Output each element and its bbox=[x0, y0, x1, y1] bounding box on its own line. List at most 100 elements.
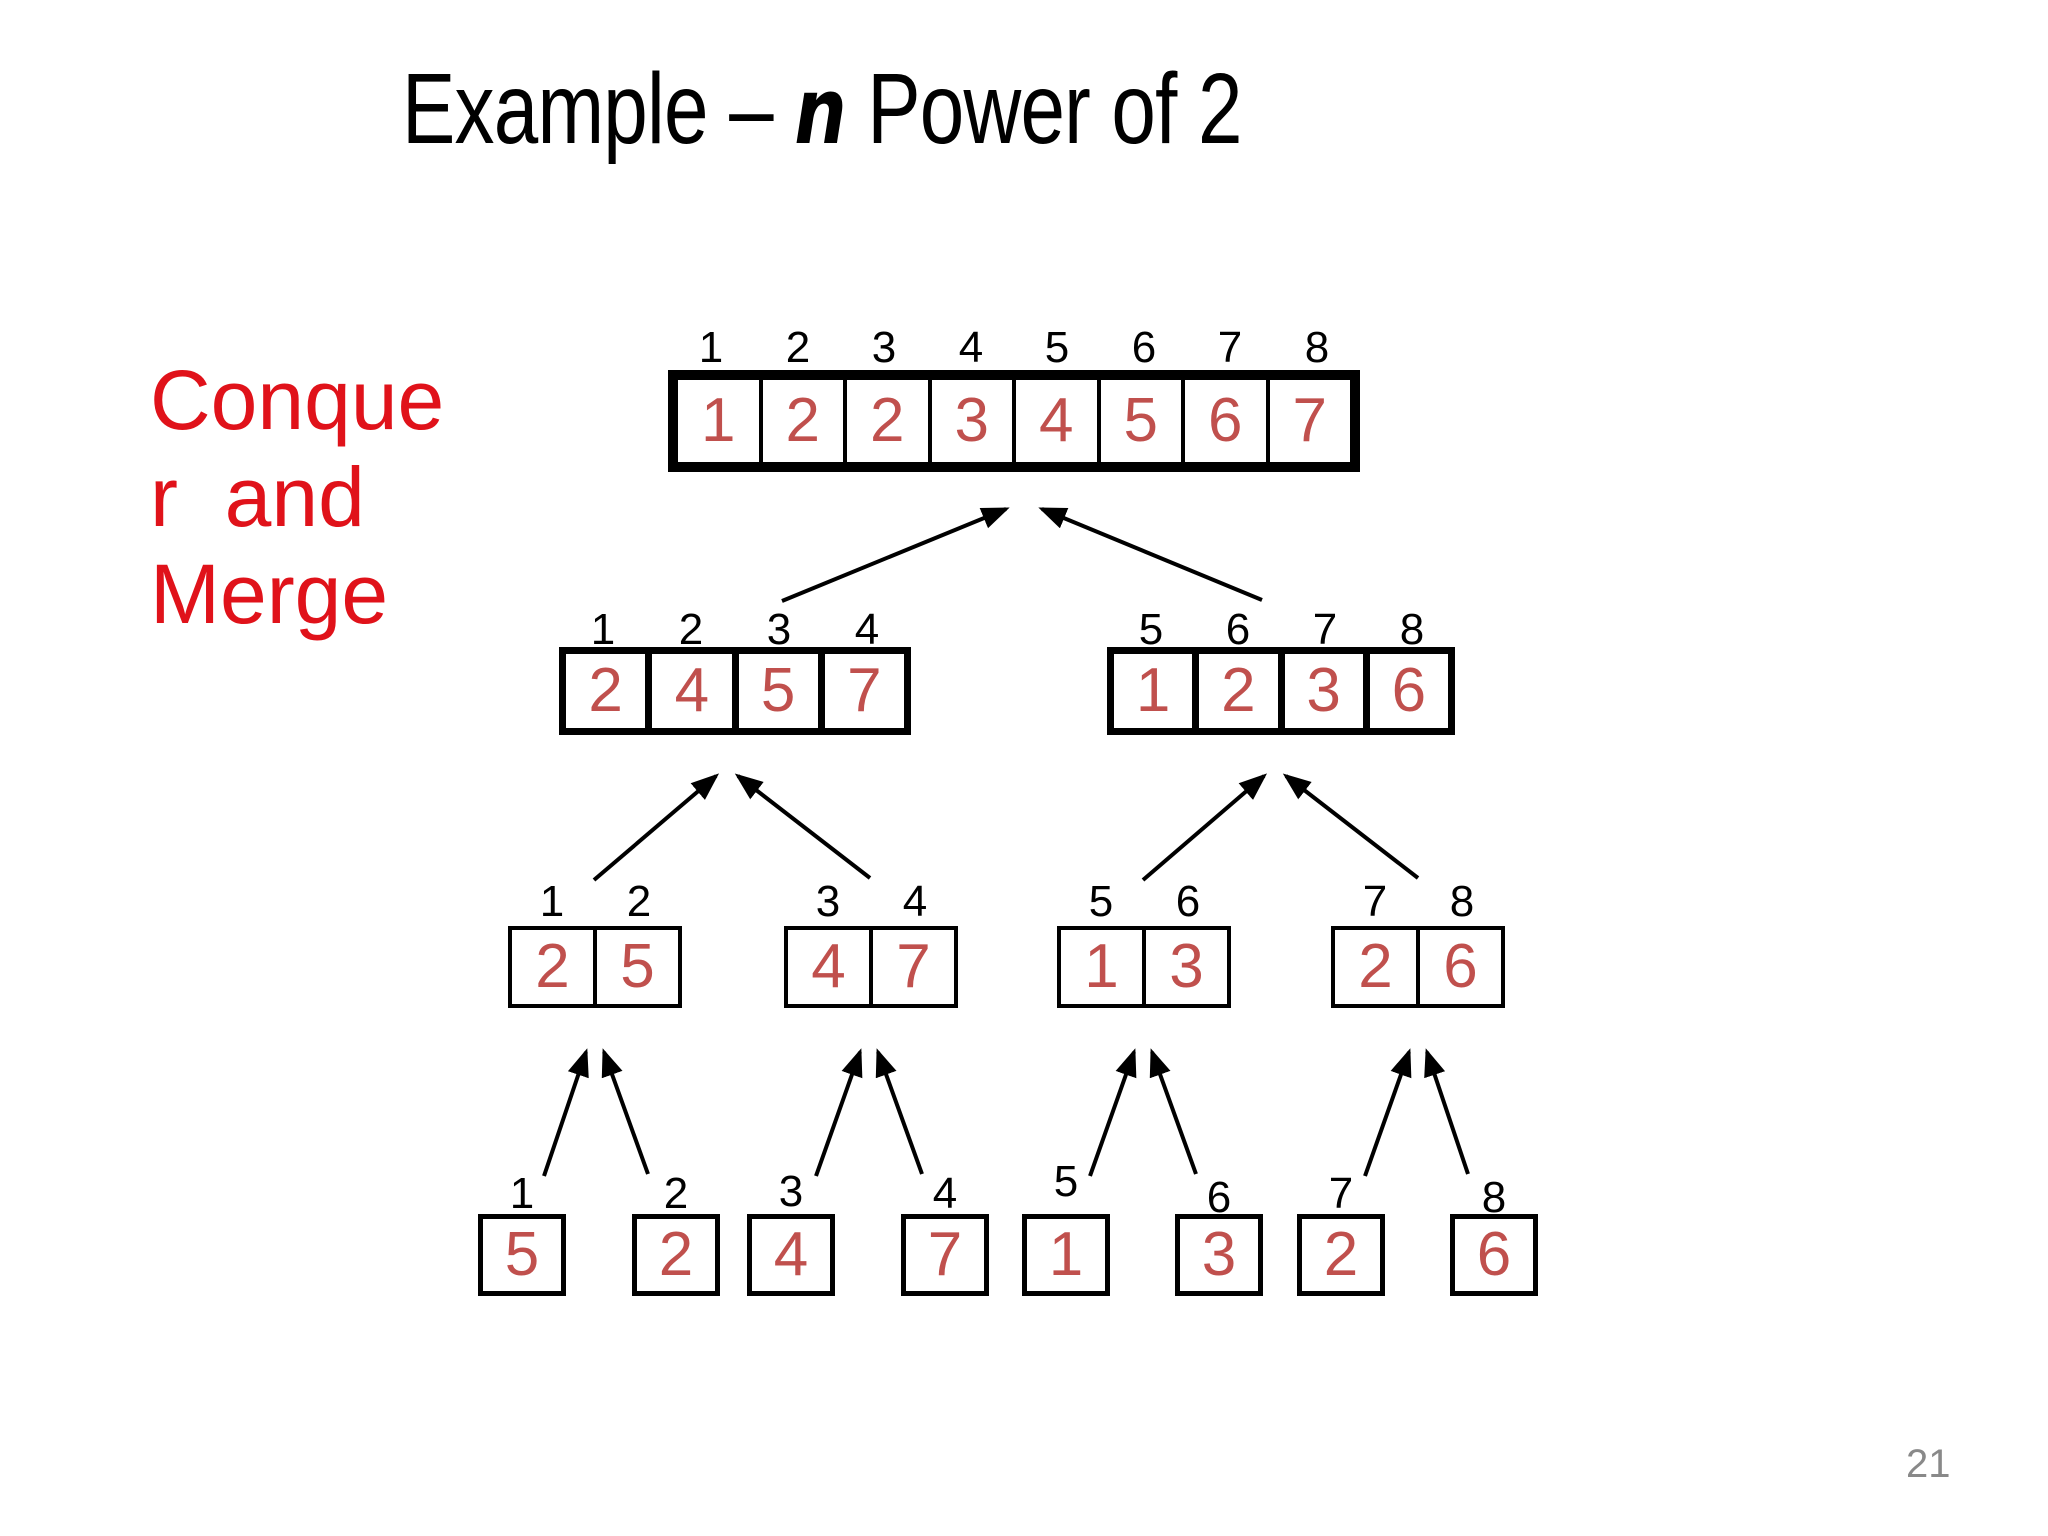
title-suffix: Power of 2 bbox=[845, 53, 1242, 165]
cell-index: 4 bbox=[932, 1169, 958, 1218]
cell-index: 4 bbox=[854, 605, 880, 654]
array-cell: 6 bbox=[1181, 380, 1266, 462]
merge-arrow bbox=[592, 773, 720, 882]
cell-index: 2 bbox=[785, 323, 811, 372]
cell-value: 6 bbox=[1443, 932, 1478, 1001]
cell-index: 2 bbox=[626, 877, 652, 926]
array-cell: 5 bbox=[593, 930, 678, 1004]
cell-index: 7 bbox=[1312, 605, 1338, 654]
cell-index: 3 bbox=[778, 1167, 804, 1216]
merge-arrow bbox=[1149, 1048, 1198, 1175]
cell-value: 7 bbox=[896, 932, 931, 1001]
merge-arrow bbox=[1424, 1048, 1470, 1175]
cell-index: 3 bbox=[815, 877, 841, 926]
merge-arrow bbox=[814, 1048, 863, 1177]
array-cell: 7 bbox=[869, 930, 954, 1004]
cell-index: 3 bbox=[766, 605, 792, 654]
cell-value: 1 bbox=[701, 386, 736, 455]
array-cell: 2 bbox=[566, 654, 645, 728]
merge-arrow bbox=[542, 1048, 589, 1177]
cell-value: 6 bbox=[1208, 386, 1243, 455]
title-emphasis-n: n bbox=[794, 58, 846, 165]
cell-value: 2 bbox=[1358, 932, 1393, 1001]
cell-index: 5 bbox=[1138, 605, 1164, 654]
array-cell: 4 bbox=[752, 1219, 830, 1291]
array-single-elements-2: 2 bbox=[632, 1214, 720, 1296]
cell-value: 4 bbox=[674, 656, 710, 725]
array-cell: 3 bbox=[1277, 654, 1363, 728]
merge-arrow bbox=[734, 773, 872, 880]
slide-title: Example – n Power of 2 bbox=[402, 52, 1242, 167]
conquer-and-merge-label: Conque r and Merge bbox=[150, 353, 445, 641]
cell-index: 5 bbox=[1088, 877, 1114, 926]
cell-value: 6 bbox=[1391, 656, 1427, 725]
array-cell: 1 bbox=[1061, 930, 1142, 1004]
array-cell: 7 bbox=[1265, 380, 1351, 462]
array-cell: 7 bbox=[906, 1219, 984, 1291]
merge-arrow bbox=[1141, 773, 1268, 882]
array-cell: 2 bbox=[512, 930, 593, 1004]
cell-value: 2 bbox=[870, 386, 905, 455]
array-cell: 3 bbox=[927, 380, 1013, 462]
cell-value: 1 bbox=[1084, 932, 1119, 1001]
array-cell: 6 bbox=[1455, 1219, 1533, 1291]
cell-value: 1 bbox=[1135, 656, 1171, 725]
cell-index: 8 bbox=[1399, 605, 1425, 654]
array-cell: 6 bbox=[1416, 930, 1501, 1004]
title-prefix: Example – bbox=[402, 53, 795, 165]
array-cell: 2 bbox=[1302, 1219, 1380, 1291]
cell-value: 6 bbox=[1476, 1220, 1512, 1289]
array-cell: 2 bbox=[758, 380, 844, 462]
array-cell: 7 bbox=[817, 654, 904, 728]
cell-value: 7 bbox=[847, 656, 882, 725]
cell-index: 7 bbox=[1328, 1169, 1354, 1218]
cell-value: 7 bbox=[1292, 386, 1327, 455]
cell-index: 5 bbox=[1053, 1157, 1079, 1206]
cell-index: 7 bbox=[1217, 323, 1243, 372]
array-cell: 2 bbox=[1192, 654, 1277, 728]
cell-value: 4 bbox=[1039, 386, 1074, 455]
array-cell: 5 bbox=[483, 1219, 561, 1291]
cell-value: 1 bbox=[1048, 1220, 1084, 1289]
array-cell: 6 bbox=[1362, 654, 1448, 728]
cell-value: 3 bbox=[954, 386, 989, 455]
cell-value: 7 bbox=[927, 1220, 963, 1289]
cell-value: 2 bbox=[658, 1220, 694, 1289]
cell-value: 5 bbox=[504, 1220, 540, 1289]
cell-value: 2 bbox=[588, 656, 623, 725]
cell-index: 6 bbox=[1206, 1173, 1232, 1222]
array-cell: 1 bbox=[1027, 1219, 1105, 1291]
cell-index: 3 bbox=[871, 323, 897, 372]
cell-value: 3 bbox=[1201, 1220, 1237, 1289]
cell-index: 7 bbox=[1362, 877, 1388, 926]
cell-index: 8 bbox=[1449, 877, 1475, 926]
merge-arrow bbox=[875, 1048, 924, 1175]
array-cell: 2 bbox=[843, 380, 928, 462]
cell-value: 2 bbox=[785, 386, 820, 455]
cell-index: 6 bbox=[1225, 605, 1251, 654]
cell-value: 3 bbox=[1306, 656, 1341, 725]
cell-index: 8 bbox=[1304, 323, 1330, 372]
merge-arrow bbox=[1088, 1048, 1137, 1177]
cell-index: 1 bbox=[539, 877, 565, 926]
array-single-elements-5: 1 bbox=[1022, 1214, 1110, 1296]
cell-index: 4 bbox=[902, 877, 928, 926]
cell-index: 2 bbox=[678, 605, 704, 654]
cell-index: 5 bbox=[1044, 323, 1070, 372]
page-number: 21 bbox=[1906, 1442, 1951, 1486]
cell-value: 4 bbox=[811, 932, 846, 1001]
cell-index: 1 bbox=[698, 323, 724, 372]
cell-index: 6 bbox=[1175, 877, 1201, 926]
array-single-elements-4: 7 bbox=[901, 1214, 989, 1296]
array-single-elements-8: 6 bbox=[1450, 1214, 1538, 1296]
array-single-elements-7: 2 bbox=[1297, 1214, 1385, 1296]
merge-arrow bbox=[1282, 773, 1420, 880]
